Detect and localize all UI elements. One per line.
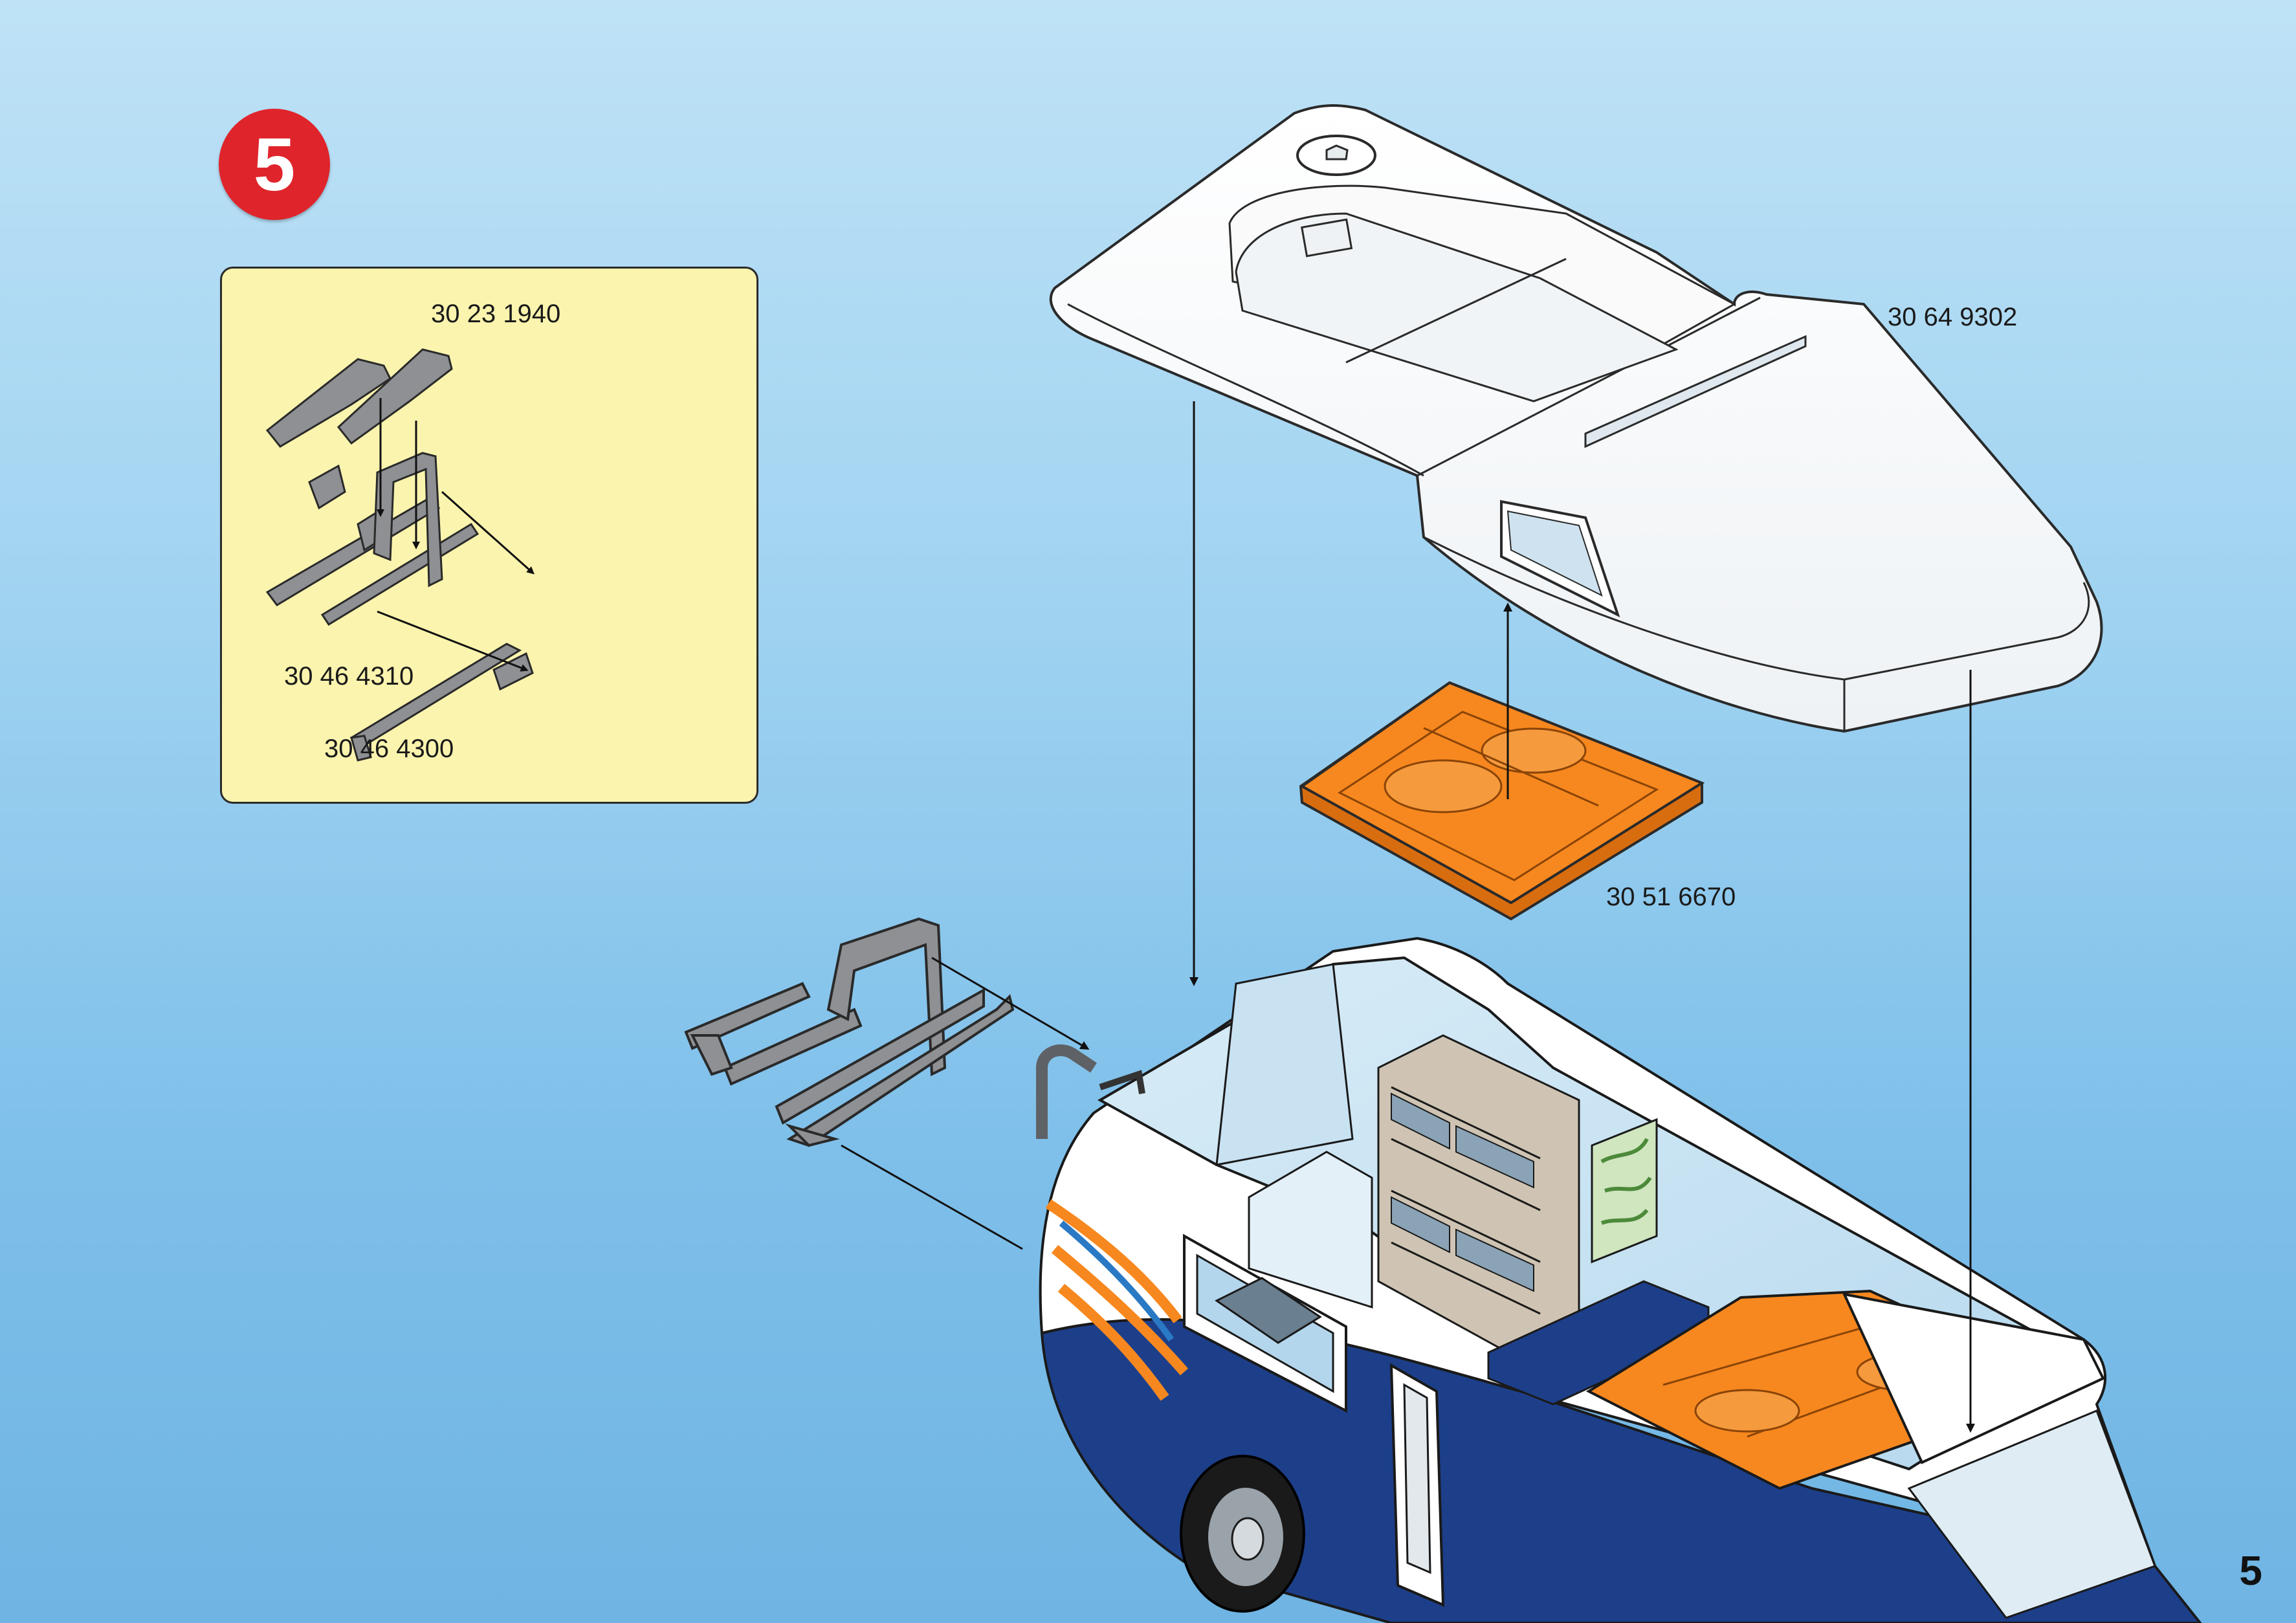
rack-base-part xyxy=(351,453,533,760)
bike-carrier-arms xyxy=(267,349,452,447)
inset-illustration xyxy=(222,269,756,802)
roof-part xyxy=(1051,105,2102,731)
part-number-roof-bed: 30 51 6670 xyxy=(1606,883,1736,912)
part-number-bike-carrier-arm: 30 23 1940 xyxy=(431,300,560,329)
parts-inset-panel: 30 23 1940 30 46 4310 30 46 4300 xyxy=(220,267,758,804)
step-number-badge: 5 xyxy=(219,109,330,220)
bike-holder-part xyxy=(267,466,478,624)
bike-rack-assembly xyxy=(686,919,1013,1145)
part-number-bike-holder: 30 46 4310 xyxy=(284,662,414,691)
part-number-roof: 30 64 9302 xyxy=(1888,303,2017,332)
part-number-rack-base: 30 46 4300 xyxy=(324,734,454,764)
camper-van xyxy=(1041,938,2200,1623)
page-number: 5 xyxy=(2239,1547,2262,1595)
